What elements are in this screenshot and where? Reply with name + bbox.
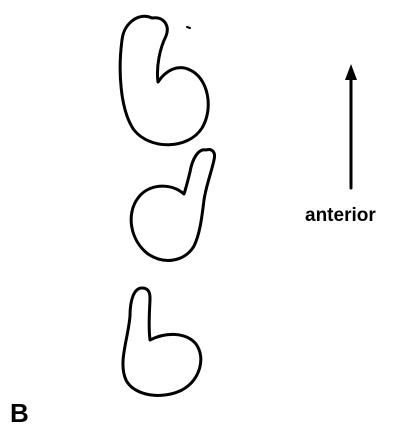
panel-letter: B [10,398,29,428]
top-shape-mark [186,26,191,29]
middle-hand-outline [129,148,216,262]
anterior-label: anterior [305,205,376,226]
anterior-arrow-head [345,64,357,80]
top-hand-outline [118,14,210,147]
bottom-hand-outline [121,286,203,397]
